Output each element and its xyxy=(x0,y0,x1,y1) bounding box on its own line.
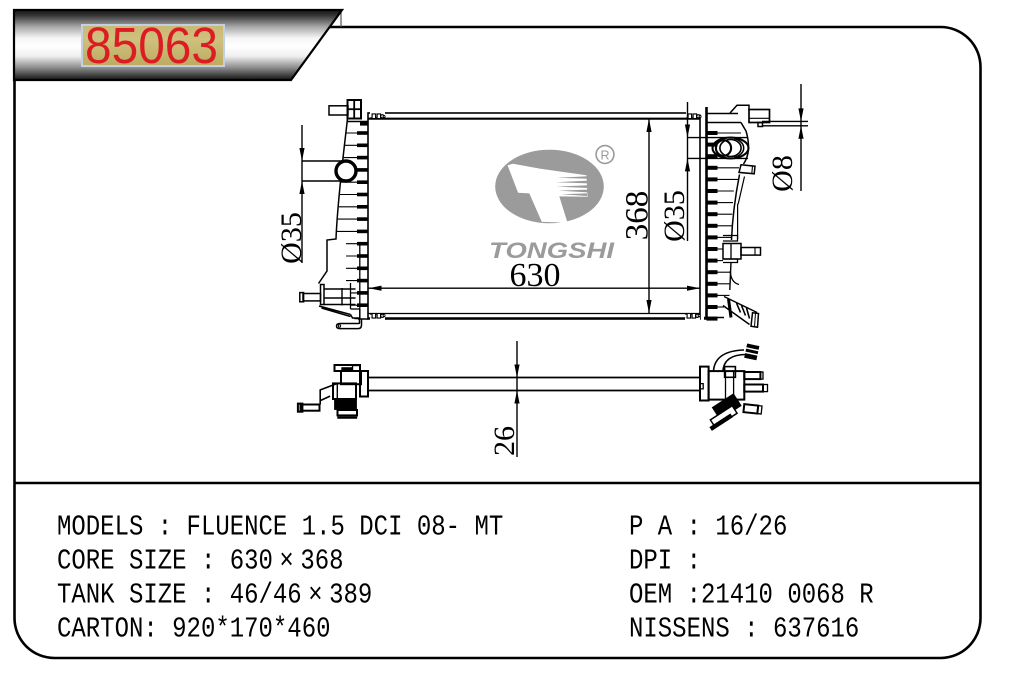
svg-text:Ø35: Ø35 xyxy=(275,212,308,264)
svg-text:DPI :: DPI : xyxy=(629,545,701,578)
svg-text:630: 630 xyxy=(510,257,561,294)
svg-text:85063: 85063 xyxy=(85,17,218,74)
svg-text:Ø8: Ø8 xyxy=(766,155,799,192)
svg-text:TANK SIZE : 46/46×389: TANK SIZE : 46/46×389 xyxy=(57,579,372,612)
svg-text:CORE SIZE : 630×368: CORE SIZE : 630×368 xyxy=(57,545,344,578)
svg-text:368: 368 xyxy=(620,191,656,241)
svg-text:NISSENS : 637616: NISSENS : 637616 xyxy=(629,613,859,646)
svg-text:CARTON: 920*170*460: CARTON: 920*170*460 xyxy=(57,613,330,646)
svg-text:Ø35: Ø35 xyxy=(658,190,691,242)
svg-text:TONGSHI: TONGSHI xyxy=(489,239,615,263)
svg-text:OEM :21410 0068 R: OEM :21410 0068 R xyxy=(629,579,874,612)
svg-text:R: R xyxy=(600,149,609,163)
svg-text:P A : 16/26: P A : 16/26 xyxy=(629,511,787,544)
svg-text:26: 26 xyxy=(488,426,521,456)
svg-text:MODELS : FLUENCE 1.5 DCI 08- M: MODELS : FLUENCE 1.5 DCI 08- MT xyxy=(57,511,503,544)
